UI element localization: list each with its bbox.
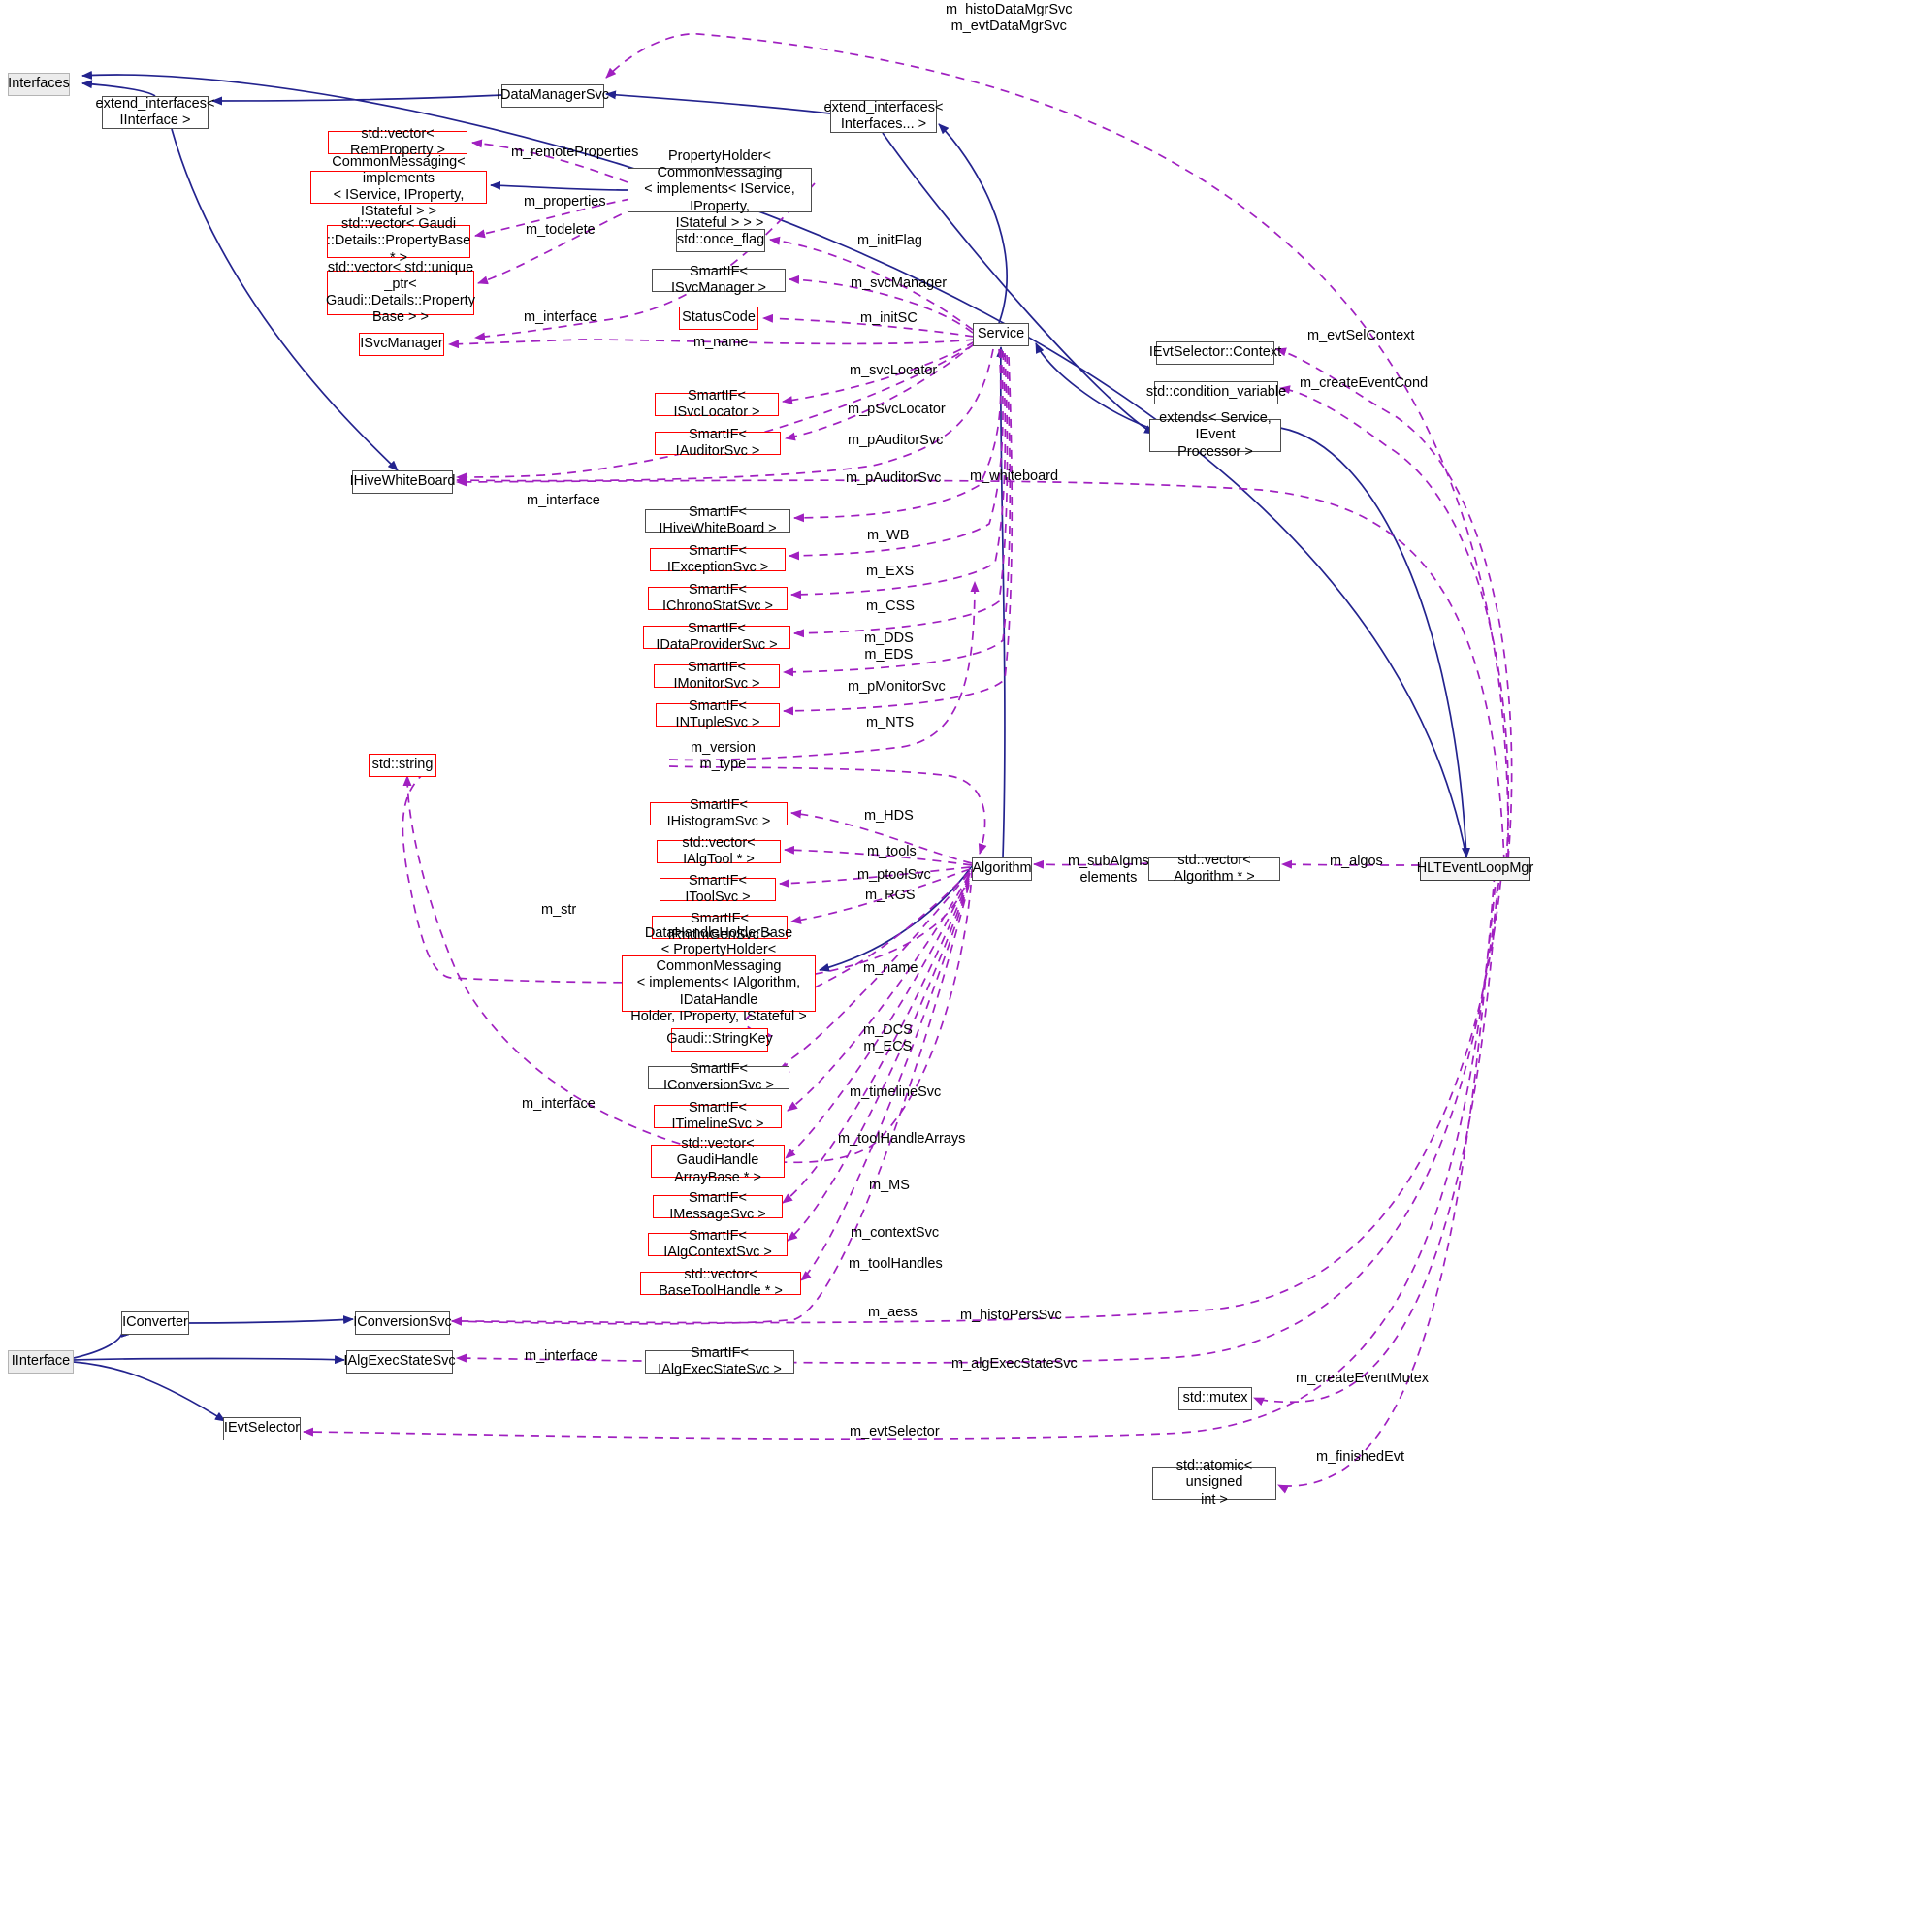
class-node-smartif_ihivewb[interactable]: SmartIF< IHiveWhiteBoard > (645, 504, 790, 536)
edge-label-lbl_todelete: m_todelete (526, 222, 596, 238)
class-node-iconverter[interactable]: IConverter (121, 1311, 189, 1335)
edge-label-lbl_interface4: m_interface (525, 1348, 598, 1364)
class-node-commonmessaging[interactable]: CommonMessaging< implements < IService, … (310, 154, 487, 219)
edge-label-lbl_interface3: m_interface (522, 1096, 596, 1112)
edge-label-lbl_tools: m_tools (867, 844, 917, 859)
class-node-ievtselector_context[interactable]: IEvtSelector::Context (1149, 341, 1281, 365)
edge-label-lbl_evtselector: m_evtSelector (850, 1424, 940, 1440)
edge-label-lbl_psvclocator: m_pSvcLocator (848, 402, 946, 417)
class-node-isvcmanager[interactable]: ISvcManager (359, 333, 444, 356)
edge-label-lbl_pauditorsvc2: m_pAuditorSvc (846, 470, 942, 486)
class-node-condition_variable[interactable]: std::condition_variable (1146, 381, 1286, 404)
edge-label-lbl_properties: m_properties (524, 194, 606, 210)
class-node-vec_algorithm_ptr[interactable]: std::vector< Algorithm * > (1148, 853, 1280, 885)
class-node-smartif_iconversionsvc[interactable]: SmartIF< IConversionSvc > (648, 1061, 789, 1093)
class-node-hlteventloopmgr[interactable]: HLTEventLoopMgr (1417, 857, 1533, 881)
edge-label-lbl_evtselcontext: m_evtSelContext (1307, 328, 1415, 343)
class-node-smartif_imessagesvc[interactable]: SmartIF< IMessageSvc > (653, 1190, 783, 1222)
edge-label-lbl_initsc: m_initSC (860, 310, 918, 326)
class-node-smartif_isvclocator[interactable]: SmartIF< ISvcLocator > (655, 388, 779, 420)
class-node-ialgexecstatesvc[interactable]: IAlgExecStateSvc (343, 1350, 456, 1374)
edge-label-lbl_createeventmutex: m_createEventMutex (1296, 1371, 1430, 1386)
class-node-algorithm[interactable]: Algorithm (972, 857, 1032, 881)
class-node-smartif_iexceptionsvc[interactable]: SmartIF< IExceptionSvc > (650, 543, 786, 575)
class-node-smartif_iauditorsvc[interactable]: SmartIF< IAuditorSvc > (655, 427, 781, 459)
edge-label-lbl_exs: m_EXS (866, 564, 915, 579)
class-node-interfaces[interactable]: Interfaces (8, 73, 70, 96)
edge-label-lbl_subalgms: m_subAlgms elements (1068, 854, 1149, 887)
class-node-vec_ialgtool[interactable]: std::vector< IAlgTool * > (657, 835, 781, 867)
class-node-statuscode[interactable]: StatusCode (679, 307, 758, 330)
edge-label-lbl_pauditorsvc1: m_pAuditorSvc (848, 433, 944, 448)
edge-label-lbl_initflag: m_initFlag (857, 233, 922, 248)
class-node-std_mutex[interactable]: std::mutex (1178, 1387, 1252, 1410)
class-node-service[interactable]: Service (973, 323, 1029, 346)
class-node-datahandleholderbase[interactable]: DataHandleHolderBase < PropertyHolder< C… (622, 925, 816, 1041)
edge-label-lbl_wb: m_WB (867, 528, 910, 543)
class-node-smartif_intuplesvc[interactable]: SmartIF< INTupleSvc > (656, 698, 780, 730)
edge-label-lbl_version_type: m_version m_type (691, 740, 756, 773)
edge-label-lbl_contextsvc: m_contextSvc (851, 1225, 940, 1241)
class-node-smartif_itoolsvc[interactable]: SmartIF< IToolSvc > (660, 873, 776, 905)
edge-label-lbl_algos: m_algos (1330, 854, 1383, 869)
edge-label-lbl_dcs_ecs: m_DCS m_ECS (863, 1022, 913, 1055)
class-node-vec_remproperty[interactable]: std::vector< RemProperty > (328, 126, 467, 158)
edge-label-lbl_timelinesvc: m_timelineSvc (850, 1084, 942, 1100)
edge-label-lbl_whiteboard: m_whiteboard (970, 469, 1059, 484)
class-node-extend_iinterface[interactable]: extend_interfaces< IInterface > (95, 95, 215, 129)
edge-label-lbl_str: m_str (541, 902, 577, 918)
edge-label-lbl_svclocator: m_svcLocator (850, 363, 938, 378)
edge-label-lbl_pmonitorsvc: m_pMonitorSvc (848, 679, 946, 695)
edge-label-lbl_finishedevt: m_finishedEvt (1316, 1449, 1405, 1465)
edge-label-lbl_algexecstatesvc: m_algExecStateSvc (951, 1356, 1078, 1372)
edge-label-lbl_interface2: m_interface (527, 493, 600, 508)
class-node-ihivewhiteboard[interactable]: IHiveWhiteBoard (350, 470, 455, 494)
edge-label-lbl_toolhandlearrays: m_toolHandleArrays (838, 1131, 966, 1147)
class-node-smartif_itimelinesvc[interactable]: SmartIF< ITimelineSvc > (654, 1100, 782, 1132)
class-node-iconversionsvc[interactable]: IConversionSvc (353, 1311, 452, 1335)
class-node-atomic_uint[interactable]: std::atomic< unsigned int > (1152, 1458, 1276, 1507)
edge-label-lbl_histodatamgr: m_histoDataMgrSvc m_evtDataMgrSvc (946, 2, 1073, 35)
class-node-extend_interfaces_var[interactable]: extend_interfaces< Interfaces... > (823, 99, 944, 133)
class-node-smartif_idataprovider[interactable]: SmartIF< IDataProviderSvc > (643, 621, 790, 653)
class-node-once_flag[interactable]: std::once_flag (676, 229, 765, 252)
class-node-iinterface[interactable]: IInterface (8, 1350, 74, 1374)
class-node-propertyholder[interactable]: PropertyHolder< CommonMessaging < implem… (628, 148, 812, 231)
edge-label-lbl_hds: m_HDS (864, 808, 914, 824)
edge-label-lbl_toolhandles: m_toolHandles (849, 1256, 943, 1272)
edge-label-lbl_histoperssvc: m_histoPersSvc (960, 1308, 1062, 1323)
class-node-smartif_imonitorsvc[interactable]: SmartIF< IMonitorSvc > (654, 660, 780, 692)
edge-label-lbl_ptoolsvc: m_ptoolSvc (857, 867, 931, 883)
class-node-ievtselector[interactable]: IEvtSelector (223, 1417, 301, 1440)
edge-label-lbl_interface1: m_interface (524, 309, 597, 325)
edge-label-lbl_css: m_CSS (866, 599, 915, 614)
class-node-idatamanagersvc[interactable]: IDataManagerSvc (497, 84, 609, 108)
class-node-smartif_ichronostat[interactable]: SmartIF< IChronoStatSvc > (648, 582, 788, 614)
edge-label-lbl_svcmanager: m_svcManager (851, 275, 948, 291)
edge-label-lbl_dds_eds: m_DDS m_EDS (864, 631, 914, 663)
class-node-extends_service_iep[interactable]: extends< Service, IEvent Processor > (1149, 410, 1281, 460)
class-node-vec_propertybase[interactable]: std::vector< Gaudi ::Details::PropertyBa… (326, 216, 471, 266)
edge-label-lbl_rgs: m_RGS (865, 888, 916, 903)
edge-label-lbl_name2: m_name (863, 960, 918, 976)
edge-label-lbl_remoteprops: m_remoteProperties (511, 145, 639, 160)
class-node-smartif_ialgexecstate[interactable]: SmartIF< IAlgExecStateSvc > (645, 1345, 794, 1377)
class-node-vec_gaudihandlearray[interactable]: std::vector< GaudiHandle ArrayBase * > (651, 1136, 785, 1185)
class-node-smartif_isvcmanager[interactable]: SmartIF< ISvcManager > (652, 264, 786, 296)
class-node-smartif_ihistogramsvc[interactable]: SmartIF< IHistogramSvc > (650, 797, 788, 829)
class-node-vec_basetoolhandle[interactable]: std::vector< BaseToolHandle * > (640, 1267, 801, 1299)
class-node-std_string[interactable]: std::string (369, 754, 436, 777)
class-node-gaudi_stringkey[interactable]: Gaudi::StringKey (666, 1028, 773, 1052)
class-node-vec_unique_propbase[interactable]: std::vector< std::unique _ptr< Gaudi::De… (326, 259, 475, 326)
edge-label-lbl_aess: m_aess (868, 1305, 918, 1320)
edge-label-lbl_name1: m_name (693, 335, 749, 350)
class-node-smartif_ialgcontextsvc[interactable]: SmartIF< IAlgContextSvc > (648, 1228, 788, 1260)
edge-label-lbl_ms: m_MS (869, 1178, 910, 1193)
edge-label-lbl_nts: m_NTS (866, 715, 915, 730)
edge-label-lbl_createeventcond: m_createEventCond (1300, 375, 1429, 391)
